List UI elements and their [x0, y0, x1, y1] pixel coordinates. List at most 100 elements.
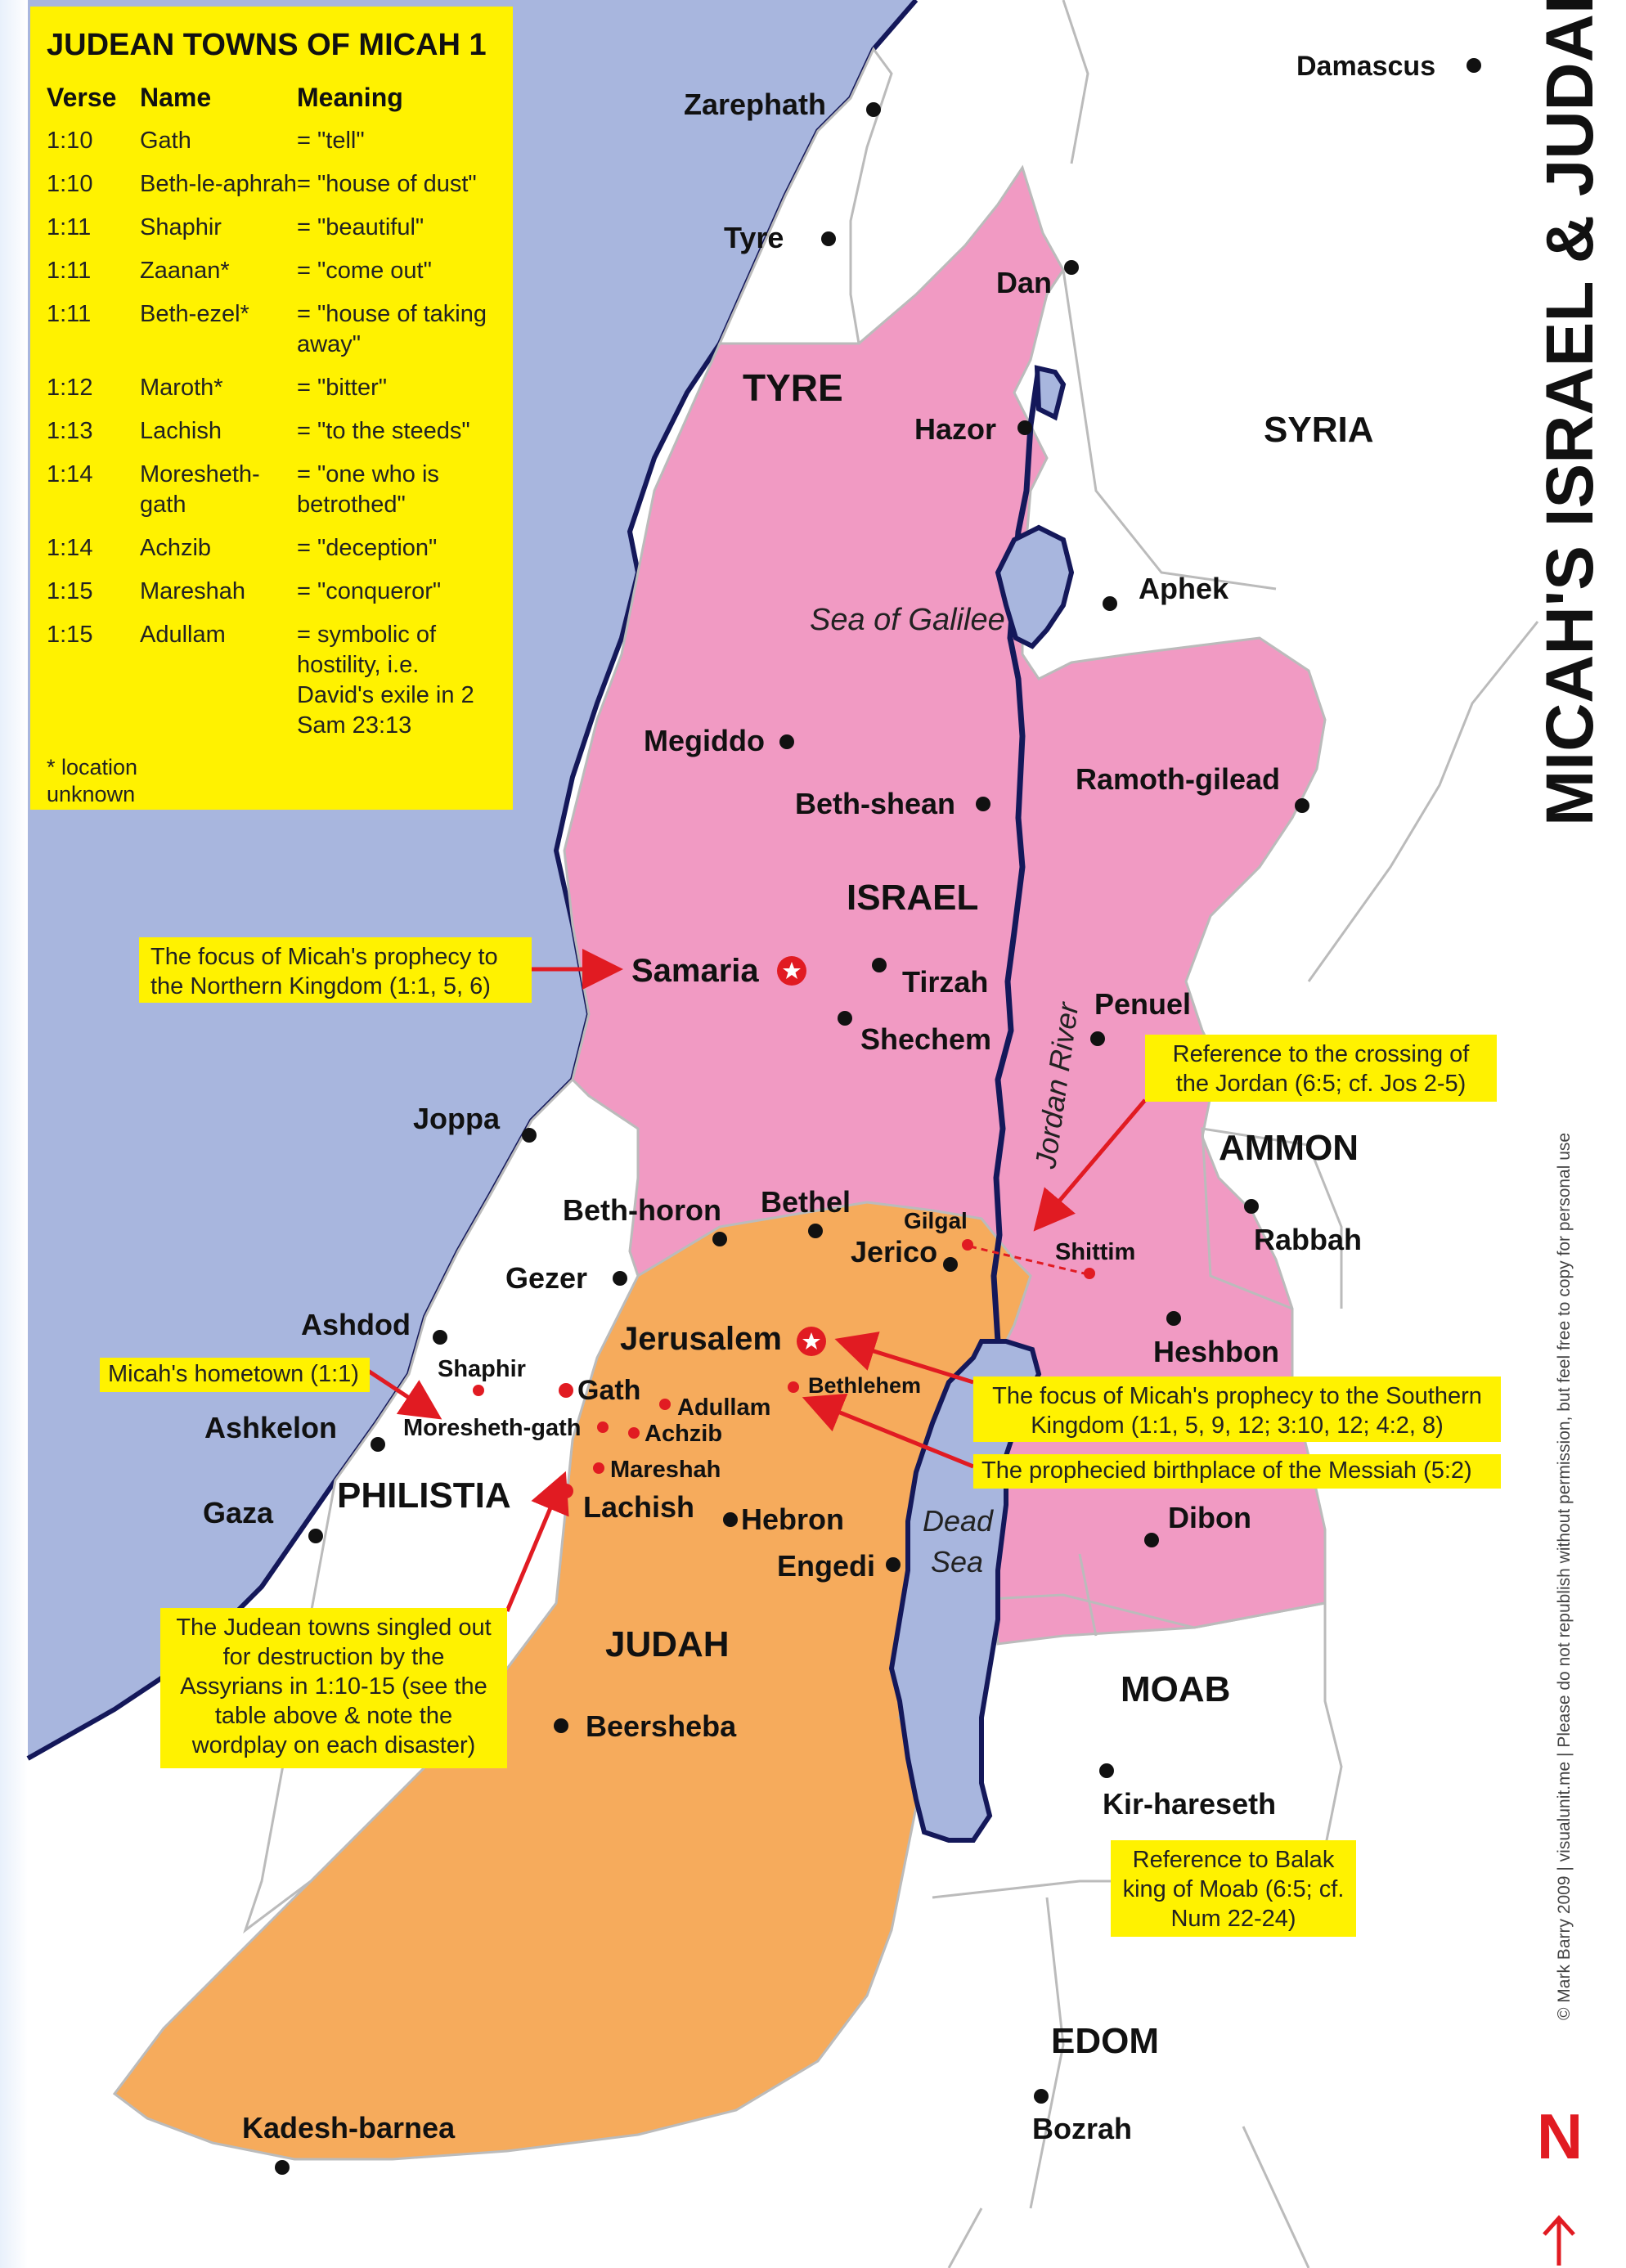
- region-label-ammon: AMMON: [1219, 1128, 1359, 1168]
- row-meaning: = "tell": [297, 128, 365, 154]
- jerusalem-star-icon: [797, 1327, 826, 1356]
- row-name: Gath: [140, 128, 191, 154]
- label-jerico: Jerico: [851, 1235, 937, 1269]
- label-kadesh-barnea: Kadesh-barnea: [242, 2111, 456, 2144]
- label-adullam: Adullam: [677, 1394, 770, 1421]
- row-meaning: = symbolic of hostility, i.e. David's ex…: [297, 622, 474, 739]
- note-judean-towns: The Judean towns singled out for destruc…: [160, 1608, 507, 1768]
- label-megiddo: Megiddo: [644, 724, 765, 757]
- row-meaning: = "house of dust": [297, 171, 477, 197]
- copyright-note: © Mark Barry 2009 | visualunit.me | Plea…: [1555, 1132, 1574, 2020]
- row-verse: 1:11: [47, 301, 92, 327]
- annotation-arrows: [366, 949, 1147, 1612]
- row-meaning: = "come out": [297, 258, 432, 284]
- row-verse: 1:10: [47, 128, 93, 154]
- label-gilgal: Gilgal: [904, 1208, 968, 1233]
- dot-kir-hareseth: [1099, 1763, 1114, 1778]
- table-footnote: * location unknown: [47, 755, 138, 806]
- dot-penuel: [1090, 1031, 1105, 1046]
- row-name: Achzib: [140, 535, 212, 561]
- red-town-dots: [473, 1239, 1095, 1498]
- dot-kadesh-barnea: [275, 2160, 290, 2175]
- row-verse: 1:10: [47, 171, 93, 197]
- dot-ashdod: [433, 1330, 447, 1345]
- dot-engedi: [886, 1557, 901, 1572]
- label-heshbon: Heshbon: [1153, 1335, 1279, 1368]
- town-labels: Damascus Zarephath Tyre Dan Hazor Aphek …: [203, 51, 1435, 2145]
- row-verse: 1:15: [47, 622, 93, 648]
- note-northern-kingdom: The focus of Micah's prophecy to the Nor…: [139, 937, 532, 1003]
- dot-hebron: [723, 1512, 738, 1527]
- table-row: 1:10 Beth-le-aphrah= "house of dust": [47, 169, 496, 200]
- table-row: 1:12 Maroth* = "bitter": [47, 373, 496, 403]
- row-name: Maroth*: [140, 375, 223, 401]
- label-bethlehem: Bethlehem: [808, 1373, 921, 1398]
- row-name: Shaphir: [140, 214, 222, 240]
- dot-ramoth-gilead: [1295, 798, 1309, 813]
- label-dan: Dan: [996, 266, 1052, 299]
- header-verse: Verse: [47, 83, 117, 112]
- label-engedi: Engedi: [777, 1549, 875, 1583]
- label-gaza: Gaza: [203, 1496, 274, 1529]
- dot-dan: [1064, 260, 1079, 275]
- label-tirzah: Tirzah: [902, 965, 988, 999]
- table-title: JUDEAN TOWNS OF MICAH 1: [47, 28, 487, 62]
- row-name: Beth-le-aphrah: [140, 171, 297, 197]
- jordan-river: [990, 367, 1042, 1342]
- dot-tirzah: [872, 958, 887, 972]
- row-verse: 1:13: [47, 418, 93, 444]
- north-label: N: [1536, 2100, 1583, 2172]
- note-balak: Reference to Balak king of Moab (6:5; cf…: [1111, 1840, 1356, 1937]
- dot-gaza: [308, 1529, 323, 1543]
- label-samaria: Samaria: [631, 953, 759, 989]
- dot-ashkelon: [371, 1437, 385, 1452]
- dot-zarephath: [866, 102, 881, 117]
- label-mareshah: Mareshah: [610, 1457, 721, 1483]
- dot-gath: [559, 1383, 573, 1398]
- note-southern-kingdom: The focus of Micah's prophecy to the Sou…: [973, 1377, 1501, 1442]
- arrow-jordan: [1033, 1098, 1147, 1232]
- label-aphek: Aphek: [1139, 572, 1229, 605]
- label-shittim: Shittim: [1055, 1239, 1135, 1265]
- dot-bozrah: [1034, 2089, 1049, 2104]
- label-penuel: Penuel: [1094, 987, 1191, 1021]
- dot-damascus: [1467, 58, 1481, 73]
- label-beersheba: Beersheba: [586, 1709, 737, 1743]
- row-name: Beth-ezel*: [140, 301, 249, 327]
- dot-beersheba: [554, 1718, 568, 1733]
- dot-gezer: [613, 1271, 627, 1286]
- region-label-philistia: PHILISTIA: [337, 1475, 511, 1516]
- label-jerusalem: Jerusalem: [620, 1321, 782, 1357]
- upper-jordan-loop: [1034, 365, 1067, 421]
- label-hazor: Hazor: [914, 412, 996, 446]
- header-name: Name: [140, 83, 212, 112]
- note-hometown: Micah's hometown (1:1): [100, 1358, 370, 1392]
- dot-bethel: [808, 1224, 823, 1238]
- row-name: Adullam: [140, 622, 226, 648]
- label-lachish: Lachish: [583, 1490, 694, 1524]
- label-bozrah: Bozrah: [1032, 2112, 1132, 2145]
- row-name: Mareshah: [140, 578, 245, 604]
- row-verse: 1:12: [47, 375, 93, 401]
- row-meaning: = "bitter": [297, 375, 388, 401]
- dot-gilgal: [962, 1239, 973, 1251]
- label-kir-hareseth: Kir-hareseth: [1103, 1787, 1276, 1821]
- table-footnote-row: * location unknown: [47, 754, 496, 808]
- dot-hazor: [1017, 420, 1032, 435]
- region-tyre: [717, 47, 893, 345]
- header-meaning: Meaning: [297, 83, 403, 112]
- region-label-israel: ISRAEL: [847, 878, 978, 918]
- note-jordan-crossing: Reference to the crossing of the Jordan …: [1145, 1035, 1497, 1102]
- label-dibon: Dibon: [1168, 1501, 1251, 1534]
- label-joppa: Joppa: [413, 1102, 501, 1135]
- label-gath: Gath: [577, 1375, 640, 1406]
- north-arrow-icon: [1543, 2215, 1575, 2266]
- map-title: MICAH'S ISRAEL & JUDAH: [1533, 0, 1607, 826]
- dot-rabbah: [1244, 1199, 1259, 1214]
